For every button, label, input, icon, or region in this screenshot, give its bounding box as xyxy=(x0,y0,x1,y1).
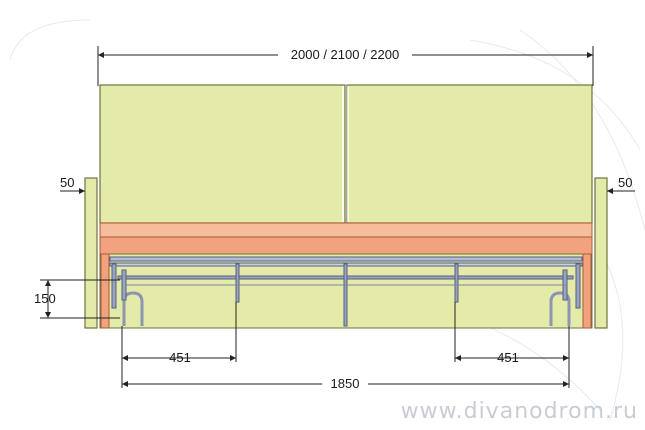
right-backrest-cushion xyxy=(346,84,593,224)
side-posts xyxy=(100,253,592,329)
left-offset-label: 451 xyxy=(169,350,191,365)
right-armrest-label: 50 xyxy=(618,175,632,190)
right-offset-label: 451 xyxy=(497,350,519,365)
inner-width-dimension: 1850 xyxy=(122,376,569,392)
left-armrest-label: 50 xyxy=(60,175,74,190)
inner-width-label: 1850 xyxy=(331,376,360,391)
leg-height-dimension: 150 xyxy=(34,279,120,319)
overall-width-dimension: 2000 / 2100 / 2200 xyxy=(97,46,594,86)
watermark: www.divanodrom.ru xyxy=(401,399,638,424)
right-armrest-dimension: 50 xyxy=(607,175,635,194)
seat-base-boards xyxy=(99,222,593,255)
leg-height-label: 150 xyxy=(34,291,56,306)
backrest-cushions xyxy=(99,84,593,224)
left-armrest-dimension: 50 xyxy=(60,175,85,194)
overall-width-label: 2000 / 2100 / 2200 xyxy=(291,47,399,62)
left-backrest-cushion xyxy=(99,84,346,224)
left-armrest xyxy=(84,177,98,329)
right-offset-dimension: 451 xyxy=(454,302,570,388)
left-offset-dimension: 451 xyxy=(121,302,237,388)
metal-frame xyxy=(109,256,583,327)
right-armrest xyxy=(594,177,608,329)
